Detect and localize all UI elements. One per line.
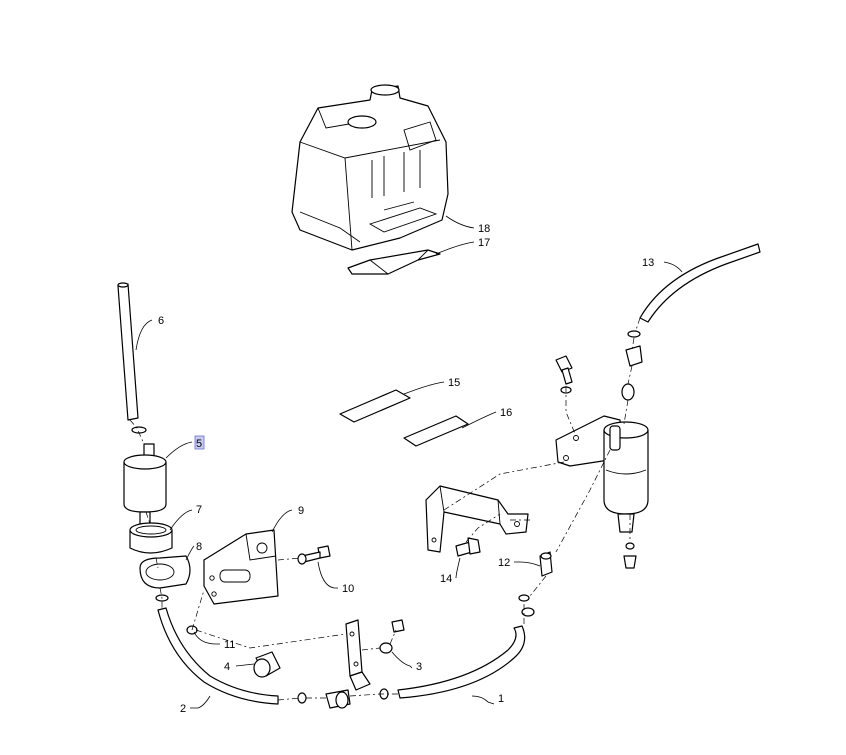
filter-bracket — [203, 529, 279, 605]
hose-1-clip — [521, 607, 535, 617]
nut-3 — [391, 619, 405, 633]
callout-6[interactable]: 6 — [158, 315, 164, 327]
callout-8[interactable]: 8 — [196, 541, 202, 553]
callout-7[interactable]: 7 — [196, 504, 202, 516]
callout-9[interactable]: 9 — [298, 505, 304, 517]
fuel-hose-1 — [397, 625, 526, 699]
fuel-filter — [123, 443, 167, 525]
pad-15 — [339, 389, 411, 423]
water-separator — [555, 415, 649, 533]
hose-1-clip-2 — [518, 594, 530, 602]
bolt-14 — [455, 537, 481, 557]
mount-bracket — [425, 485, 529, 553]
callout-17[interactable]: 17 — [478, 237, 490, 249]
callout-16[interactable]: 16 — [500, 407, 512, 419]
filter-clamp — [139, 555, 191, 589]
fitting-top — [621, 330, 643, 401]
callout-1[interactable]: 1 — [498, 693, 504, 705]
washer-3 — [379, 642, 393, 654]
callout-12[interactable]: 12 — [498, 557, 510, 569]
callout-14[interactable]: 14 — [440, 573, 452, 585]
assembly-lines — [129, 317, 641, 701]
callout-4[interactable]: 4 — [224, 661, 230, 673]
bolt-10 — [297, 545, 331, 565]
clip-left — [297, 692, 307, 704]
banjo-bracket — [345, 619, 371, 691]
connector-12 — [539, 551, 553, 577]
fuel-pipe — [117, 282, 139, 421]
callout-15[interactable]: 15 — [448, 377, 460, 389]
tank-strap — [347, 249, 441, 275]
callout-2[interactable]: 2 — [180, 703, 186, 715]
callout-10[interactable]: 10 — [342, 583, 354, 595]
callouts: 1 2 3 4 5 6 7 8 9 10 11 12 13 14 15 16 1… — [158, 223, 654, 715]
callout-5[interactable]: 5 — [196, 438, 202, 450]
fuel-hose-2 — [157, 607, 279, 705]
leader-lines — [135, 215, 683, 709]
rubber-sleeve — [129, 522, 173, 554]
bolt-top — [555, 355, 573, 394]
banjo-fitting — [325, 689, 351, 709]
fuel-hose-13 — [639, 243, 761, 323]
callout-13[interactable]: 13 — [642, 257, 654, 269]
callout-3[interactable]: 3 — [416, 661, 422, 673]
plug-4 — [253, 651, 281, 678]
pad-16 — [403, 415, 469, 447]
callout-11[interactable]: 11 — [224, 639, 235, 651]
callout-18[interactable]: 18 — [478, 223, 490, 235]
fuel-tank — [291, 84, 449, 251]
drain-valve — [623, 542, 637, 569]
callout-5-highlight — [194, 435, 205, 450]
